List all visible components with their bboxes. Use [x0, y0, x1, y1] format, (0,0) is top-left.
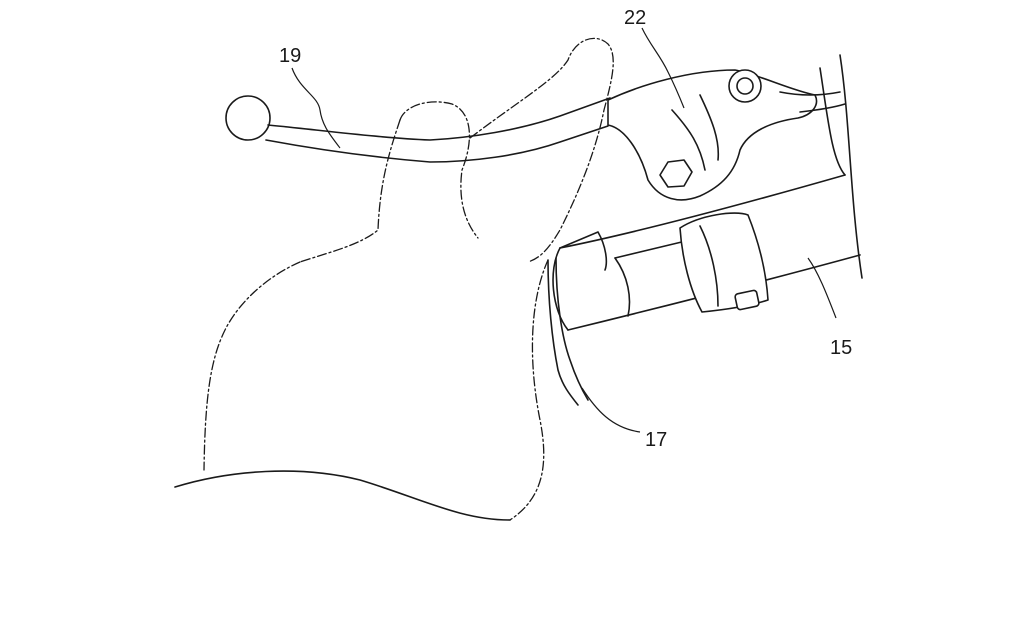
lever [225, 95, 611, 163]
leader-22 [641, 27, 685, 109]
handlebar [552, 54, 863, 331]
ref-numeral-22: 22 [624, 7, 646, 29]
ref-numeral-17: 17 [645, 429, 667, 451]
lever-clamp [679, 212, 769, 313]
hand-phantom-outline [174, 37, 614, 521]
ref-numeral-19: 19 [279, 45, 301, 67]
leader-19 [291, 67, 341, 149]
cable [547, 257, 589, 406]
leader-lines [291, 27, 837, 433]
lever-bracket [607, 69, 846, 201]
ref-numeral-15: 15 [830, 337, 852, 359]
leader-17 [581, 387, 641, 433]
leader-15 [807, 257, 837, 319]
